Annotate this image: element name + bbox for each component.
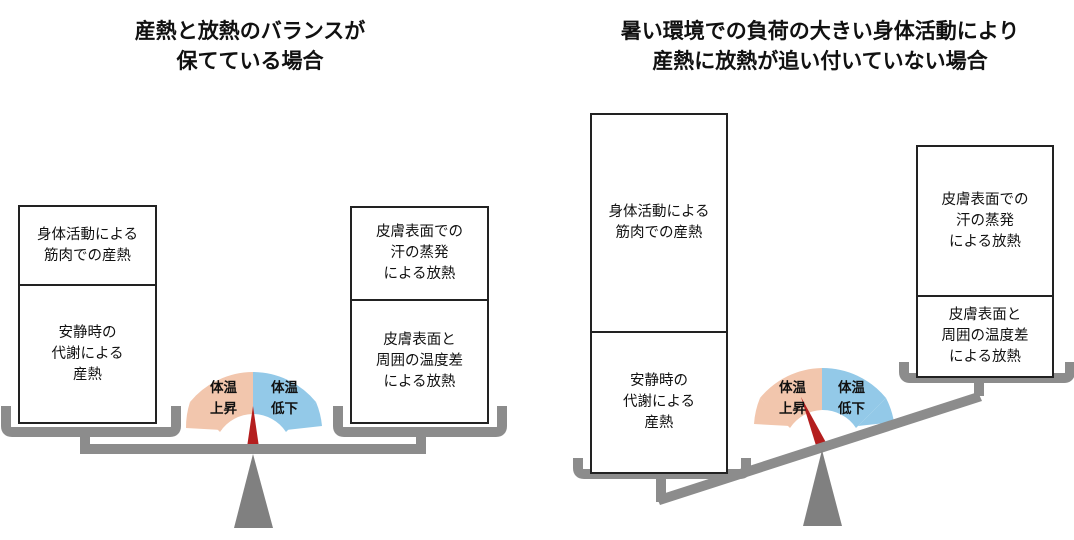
right-box-basal-heat: 安静時の 代謝による 産熱	[590, 331, 728, 474]
right-gauge-fall-segment-2	[858, 398, 894, 426]
right-gauge-rise-label-2: 上昇	[779, 401, 807, 417]
right-gauge-fall-label-2: 低下	[837, 400, 866, 417]
left-panel-title: 産熱と放熱のバランスが 保てている場合	[134, 19, 366, 73]
right-panel-right-pan-hanger	[974, 376, 984, 396]
right-panel-left-pan-hanger	[656, 472, 666, 502]
right-box-skin-loss: 皮膚表面と 周囲の温度差 による放熱	[916, 295, 1054, 378]
left-pan-tray	[0, 406, 181, 437]
left-box-skin-loss: 皮膚表面と 周囲の温度差 による放熱	[350, 299, 489, 424]
left-gauge-rise-label-2: 上昇	[210, 401, 237, 417]
right-gauge-fall-segment	[822, 367, 886, 428]
right-gauge-needle	[801, 397, 829, 452]
right-fulcrum	[803, 450, 842, 526]
left-box-sweat-loss: 皮膚表面での 汗の蒸発 による放熱	[350, 206, 489, 301]
right-panel-right-pan-tray	[899, 362, 1074, 383]
right-pan-hanger	[416, 430, 426, 448]
right-gauge-rise-label-1: 体温	[779, 379, 807, 396]
right-gauge-rise-segment-2	[754, 398, 790, 426]
right-gauge-fall-label-1: 体温	[838, 379, 866, 396]
left-gauge-fall-segment-2	[286, 402, 322, 430]
left-gauge-rise-label-1: 体温	[210, 379, 237, 396]
left-box-activity-heat: 身体活動による 筋肉での産熱	[18, 205, 157, 286]
left-gauge-fall-label-1: 体温	[271, 379, 298, 396]
left-beam	[80, 444, 426, 454]
left-gauge-fall-label-2: 低下	[270, 400, 298, 417]
right-panel-title: 暑い環境での負荷の大きい身体活動により 産熱に放熱が追い付いていない場合	[620, 19, 1020, 73]
left-box-basal-heat: 安静時の 代謝による 産熱	[18, 284, 157, 424]
right-box-activity-heat: 身体活動による 筋肉での産熱	[590, 113, 728, 333]
left-gauge-needle	[246, 406, 260, 454]
left-gauge-rise-segment-2	[185, 402, 222, 430]
right-box-sweat-loss: 皮膚表面での 汗の蒸発 による放熱	[916, 145, 1054, 297]
left-pan-hanger	[80, 430, 90, 448]
left-fulcrum	[234, 454, 273, 528]
